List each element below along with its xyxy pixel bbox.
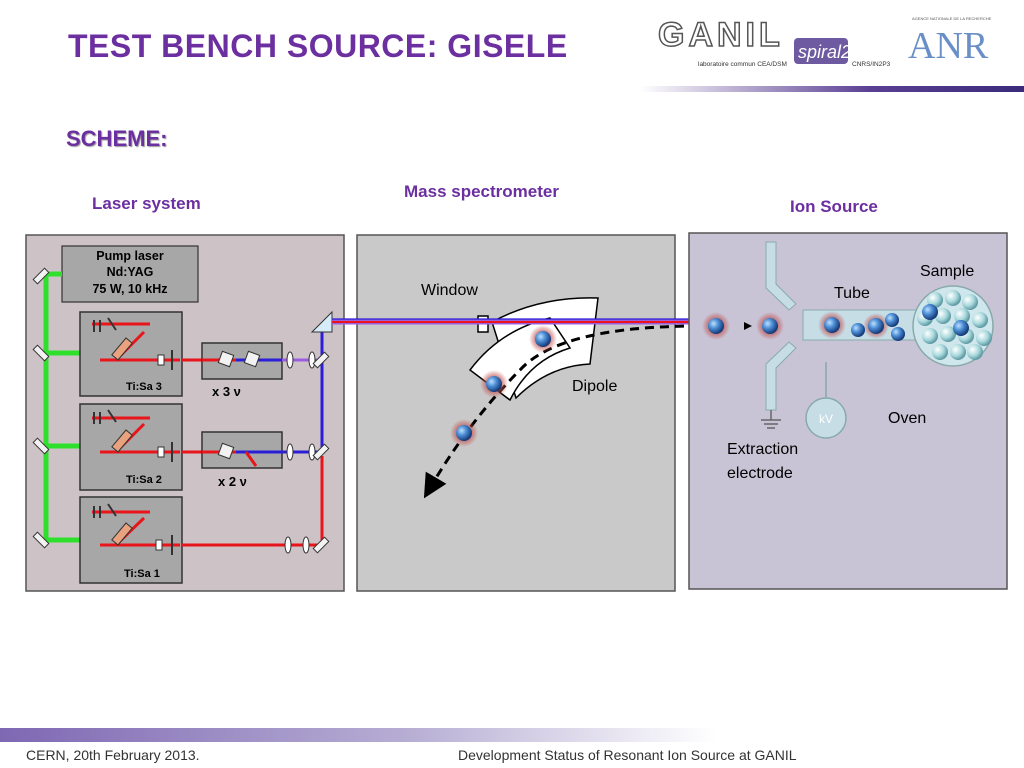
- tube-label: Tube: [834, 285, 870, 302]
- tisa3-label: Ti:Sa 3: [126, 381, 162, 393]
- ion-source-label: Ion Source: [790, 197, 878, 216]
- ions-mass: [450, 325, 557, 447]
- tisa3-cavity: Ti:Sa 3: [79, 311, 183, 397]
- tisa2-label: Ti:Sa 2: [126, 474, 162, 486]
- pump-laser-label-3: 75 W, 10 kHz: [92, 282, 167, 296]
- ganil-logo-text: GANIL: [658, 16, 784, 54]
- green-mirrors: [32, 267, 50, 549]
- footer-rule: [0, 728, 1024, 742]
- sample-atoms: [917, 290, 992, 360]
- footer-left-text: CERN, 20th February 2013.: [26, 747, 200, 763]
- extraction-electrode: [765, 241, 797, 411]
- window-label: Window: [421, 282, 478, 299]
- footer-right-text: Development Status of Resonant Ion Sourc…: [458, 747, 797, 763]
- pump-laser-box: [61, 245, 199, 303]
- x3-label: x 3 ν: [212, 384, 241, 399]
- tisa2-cavity: Ti:Sa 2: [79, 403, 183, 491]
- ions-source: [702, 311, 905, 341]
- mass-spectrometer-panel: [356, 234, 676, 592]
- extraction-label-2: electrode: [727, 465, 793, 482]
- anr-logo: AGENCE NATIONALE DE LA RECHERCHE ANR: [908, 16, 992, 67]
- tisa1-cavity: Ti:Sa 1: [79, 496, 183, 584]
- dipole-label: Dipole: [572, 378, 617, 395]
- pump-laser-label-2: Nd:YAG: [107, 265, 154, 279]
- oven-label: Oven: [888, 410, 926, 427]
- page-title: TEST BENCH SOURCE: GISELE: [68, 28, 568, 64]
- ganil-caption-right: CNRS/IN2P3: [852, 61, 891, 68]
- scheme-heading: SCHEME:: [66, 126, 168, 151]
- anr-logo-text: ANR: [908, 25, 989, 67]
- ground-symbol: [761, 410, 781, 429]
- uv-beams-blue: [236, 358, 324, 454]
- spiral2-logo-text: spiral2: [798, 42, 851, 62]
- combining-mirrors: [312, 351, 330, 554]
- anr-caption: AGENCE NATIONALE DE LA RECHERCHE: [912, 16, 992, 21]
- x2-harmonic-box: [201, 431, 283, 469]
- laser-system-label: Laser system: [92, 194, 201, 213]
- mass-spectrometer-label: Mass spectrometer: [404, 182, 559, 201]
- kv-label: kV: [819, 412, 833, 426]
- extraction-label-1: Extraction: [727, 441, 798, 458]
- tisa1-label: Ti:Sa 1: [124, 568, 160, 580]
- header-rule: [640, 86, 1024, 92]
- kv-supply: [805, 397, 847, 439]
- ganil-logo: GANIL spiral2 laboratoire commun CEA/DSM…: [657, 15, 891, 68]
- pump-laser-label-1: Pump laser: [96, 249, 164, 263]
- x2-label: x 2 ν: [218, 474, 247, 489]
- ganil-caption-left: laboratoire commun CEA/DSM: [698, 61, 787, 68]
- sample-label: Sample: [920, 263, 974, 280]
